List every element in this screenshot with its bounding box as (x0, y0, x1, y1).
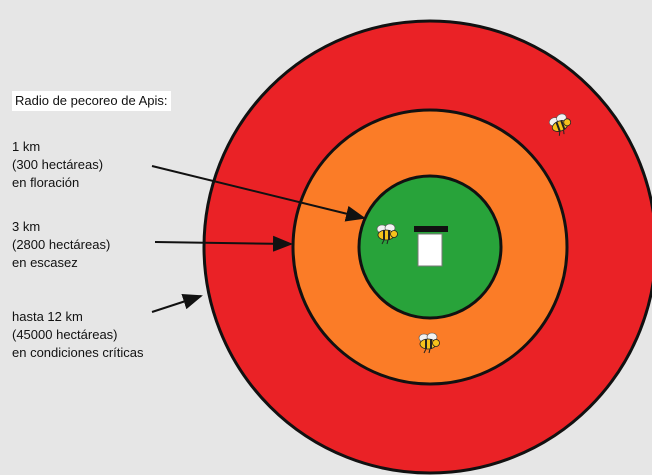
label-1km-area: (300 hectáreas) (12, 157, 104, 172)
label-3km-area: (2800 hectáreas) (12, 237, 111, 252)
label-1km-distance: 1 km (12, 139, 41, 154)
diagram-title: Radio de pecoreo de Apis: (12, 91, 171, 111)
arrow-3km (154, 235, 293, 252)
label-12km-distance: hasta 12 km (12, 309, 83, 324)
label-3km-distance: 3 km (12, 219, 41, 234)
beehive-icon (414, 226, 448, 267)
label-12km-condition: en condiciones críticas (12, 345, 144, 360)
arrow-12km (151, 293, 203, 313)
label-1km-condition: en floración (12, 175, 80, 190)
label-3km-condition: en escasez (12, 255, 78, 270)
label-12km-area: (45000 hectáreas) (12, 327, 118, 342)
label-12km: hasta 12 km (45000 hectáreas) en condici… (12, 308, 144, 362)
label-3km: 3 km (2800 hectáreas) en escasez (12, 218, 110, 272)
label-1km: 1 km (300 hectáreas) en floración (12, 138, 103, 192)
arrow-1km (151, 165, 366, 222)
